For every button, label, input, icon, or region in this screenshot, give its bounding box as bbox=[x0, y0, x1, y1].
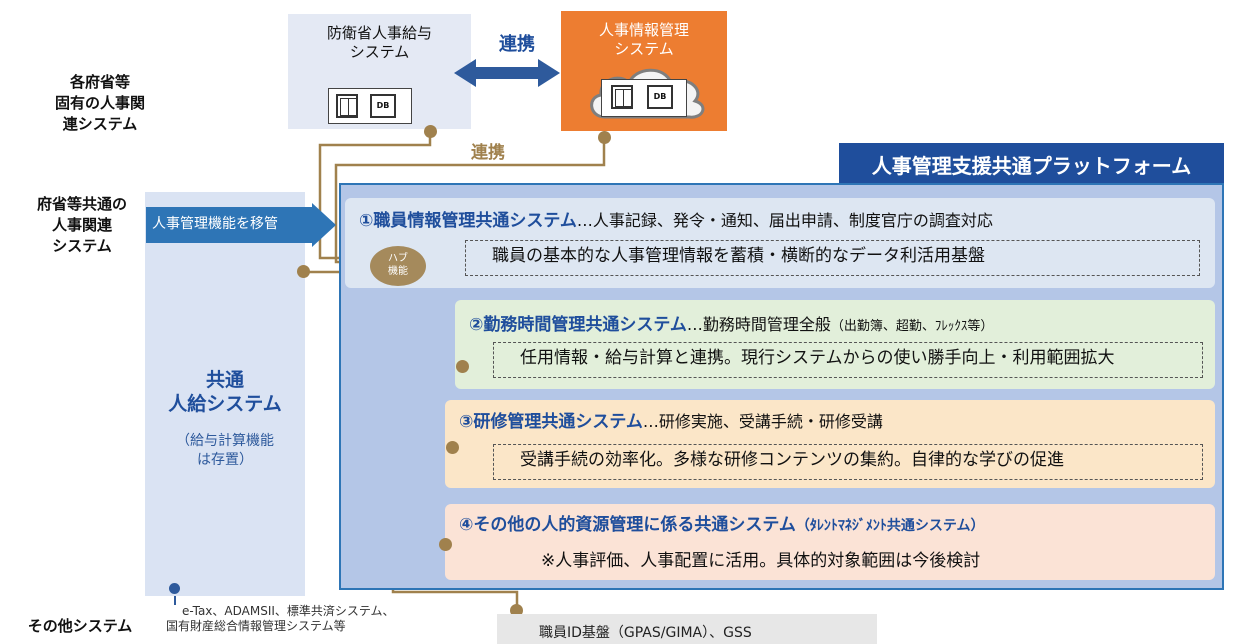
card3-link-dot bbox=[446, 441, 459, 454]
card3-desc: …研修実施、受講手続・研修受講 bbox=[642, 412, 883, 431]
card2-title: ②勤務時間管理共通システム bbox=[469, 315, 687, 335]
database-icon: DB bbox=[647, 85, 673, 109]
payroll-link-dot bbox=[297, 265, 310, 278]
card3-title: ③研修管理共通システム bbox=[459, 412, 643, 432]
payroll-title: 共通 人給システム bbox=[168, 369, 282, 415]
card4-note: ※人事評価、人事配置に活用。具体的対象範囲は今後検討 bbox=[541, 551, 981, 571]
id-base-dot bbox=[510, 604, 523, 617]
card2-desc-small: （出勤簿、超勤、ﾌﾚｯｸｽ等） bbox=[830, 319, 994, 334]
row-label-shared: 府省等共通の 人事関連 システム bbox=[36, 195, 127, 255]
card-training-system: ③研修管理共通システム…研修実施、受講手続・研修受講 受講手続の効率化。多様な研… bbox=[445, 400, 1215, 488]
card4-link-dot bbox=[439, 538, 452, 551]
card4-title: ④その他の人的資源管理に係る共通システム bbox=[459, 515, 796, 535]
database-icon: DB bbox=[370, 94, 396, 118]
hr-info-management-system: 人事情報管理 システム DB bbox=[561, 11, 727, 131]
card-other-hr-system: ④その他の人的資源管理に係る共通システム（ﾀﾚﾝﾄﾏﾈｼﾞﾒﾝﾄ共通システム） … bbox=[445, 504, 1215, 580]
card2-note: 任用情報・給与計算と連携。現行システムからの使い勝手向上・利用範囲拡大 bbox=[493, 342, 1203, 378]
mod-personnel-pay-system: 防衛省人事給与 システム DB bbox=[288, 14, 471, 129]
hr-link-dot bbox=[598, 131, 611, 144]
card2-link-dot bbox=[456, 360, 469, 373]
link-label-top: 連携 bbox=[499, 34, 535, 55]
card1-title: ①職員情報管理共通システム bbox=[359, 211, 577, 231]
payroll-note: （給与計算機能 は存置） bbox=[176, 433, 274, 468]
row-label-other: その他システム bbox=[27, 617, 133, 635]
server-icon bbox=[611, 85, 633, 109]
mod-link-dot bbox=[424, 125, 437, 138]
other-systems-left: e-Tax、ADAMSII、標準共済システム、 国有財産総合情報管理システム等 bbox=[166, 604, 395, 633]
link-label-mid: 連携 bbox=[471, 143, 505, 163]
card1-desc: …人事記録、発令・通知、届出申請、制度官庁の調査対応 bbox=[576, 211, 993, 230]
migration-arrow bbox=[146, 203, 336, 247]
platform-title: 人事管理支援共通プラットフォーム bbox=[839, 143, 1224, 189]
server-icon bbox=[336, 94, 358, 118]
card4-desc-small: （ﾀﾚﾝﾄﾏﾈｼﾞﾒﾝﾄ共通システム） bbox=[795, 518, 985, 534]
common-payroll-system: 共通 人給システム （給与計算機能 は存置） bbox=[145, 192, 305, 596]
card2-desc: …勤務時間管理全般 bbox=[686, 315, 831, 334]
bidirectional-arrow-icon bbox=[454, 59, 560, 87]
card3-note: 受講手続の効率化。多様な研修コンテンツの集約。自律的な学びの促進 bbox=[493, 444, 1203, 480]
hub-function: ハブ 機能 bbox=[370, 246, 426, 286]
staff-id-base: 職員ID基盤（GPAS/GIMA）、GSS bbox=[497, 614, 877, 644]
card-work-hours-system: ②勤務時間管理共通システム…勤務時間管理全般（出勤簿、超勤、ﾌﾚｯｸｽ等） 任用… bbox=[455, 300, 1215, 389]
row-label-ministry-specific: 各府省等 固有の人事関 連システム bbox=[54, 73, 145, 133]
card-staff-info-system: ①職員情報管理共通システム…人事記録、発令・通知、届出申請、制度官庁の調査対応 … bbox=[345, 198, 1215, 288]
other-left-dot bbox=[169, 583, 180, 594]
card1-note: 職員の基本的な人事管理情報を蓄積・横断的なデータ利活用基盤 bbox=[465, 240, 1200, 276]
migration-arrow-label: 人事管理機能を移管 bbox=[152, 216, 278, 232]
